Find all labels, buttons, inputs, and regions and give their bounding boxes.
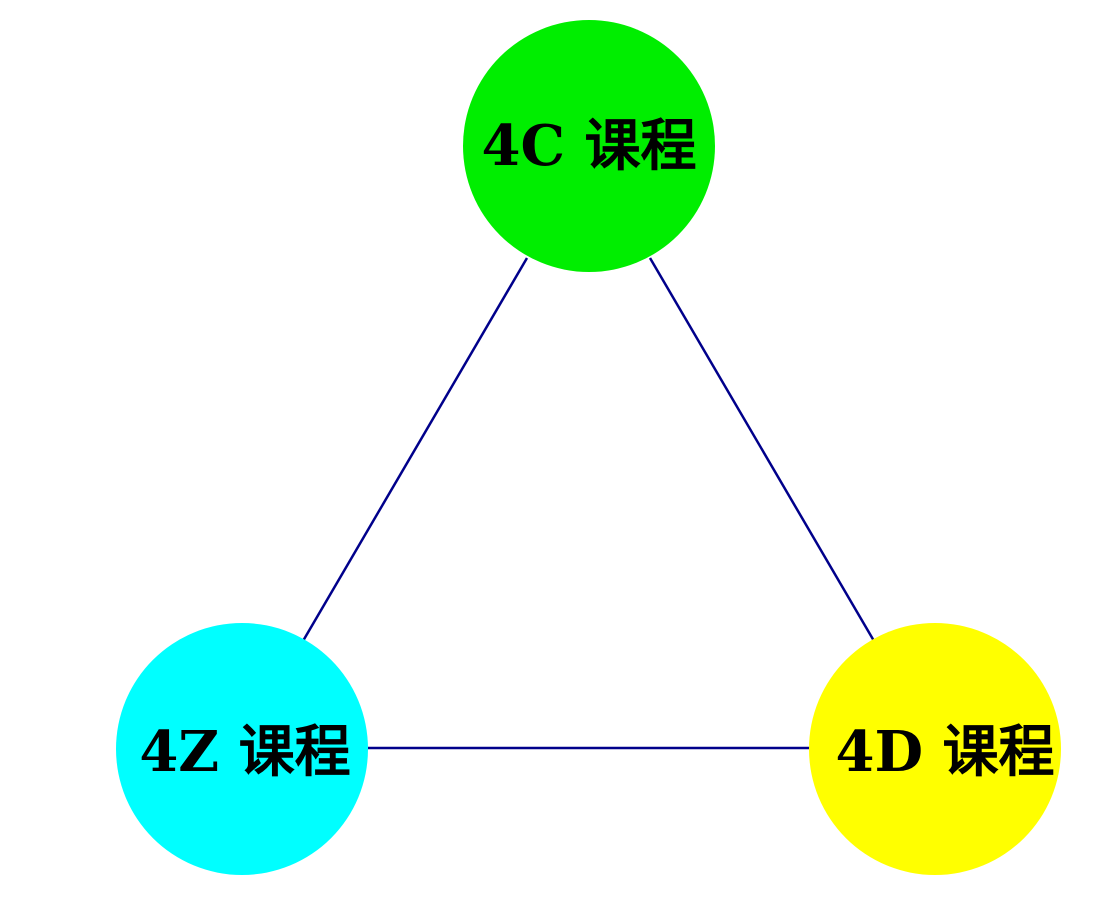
node-4c-label: 4C 课程 [481,113,696,179]
node-4z-circle [116,623,368,875]
node-4c: 4C 课程 [463,20,715,272]
node-4z-label: 4Z 课程 [139,719,350,785]
edge-4c-4z [301,257,529,642]
node-4c-circle [463,20,715,272]
node-4d-circle [809,623,1061,875]
node-4d: 4D 课程 [809,623,1061,875]
edge-4c-4d [648,257,876,642]
node-4d-label: 4D 课程 [835,719,1054,785]
node-4z: 4Z 课程 [116,623,368,875]
